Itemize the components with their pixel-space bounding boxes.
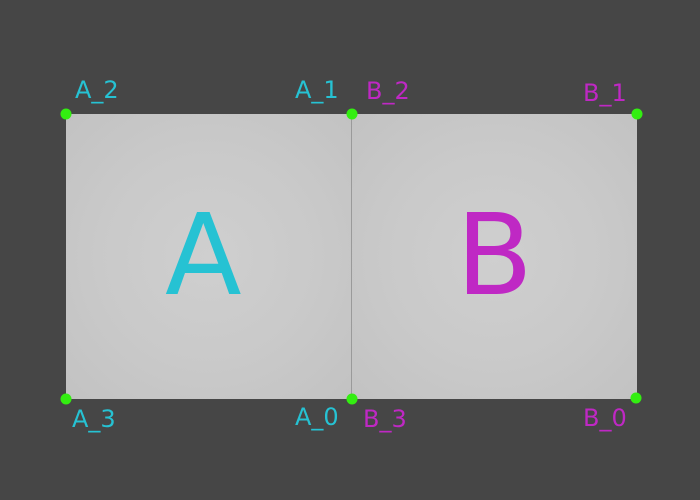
quad-a-letter: A	[165, 191, 242, 321]
label-a1: A_1	[295, 76, 339, 104]
label-a3: A_3	[72, 405, 116, 433]
vertex-a1-b2[interactable]	[346, 108, 358, 120]
label-b2: B_2	[366, 77, 410, 105]
vertex-a0-b3[interactable]	[346, 393, 358, 405]
vertex-a2[interactable]	[60, 108, 72, 120]
label-b0: B_0	[583, 404, 627, 432]
label-b1: B_1	[583, 79, 627, 107]
label-a0: A_0	[295, 403, 339, 431]
shared-edge-line	[351, 114, 352, 399]
quad-b-panel	[352, 114, 637, 399]
quad-a-panel	[66, 114, 351, 399]
vertex-a3[interactable]	[60, 393, 72, 405]
label-b3: B_3	[363, 405, 407, 433]
quad-b-letter: B	[456, 191, 533, 321]
label-a2: A_2	[75, 76, 119, 104]
vertex-b1[interactable]	[631, 108, 643, 120]
vertex-b0[interactable]	[630, 392, 642, 404]
